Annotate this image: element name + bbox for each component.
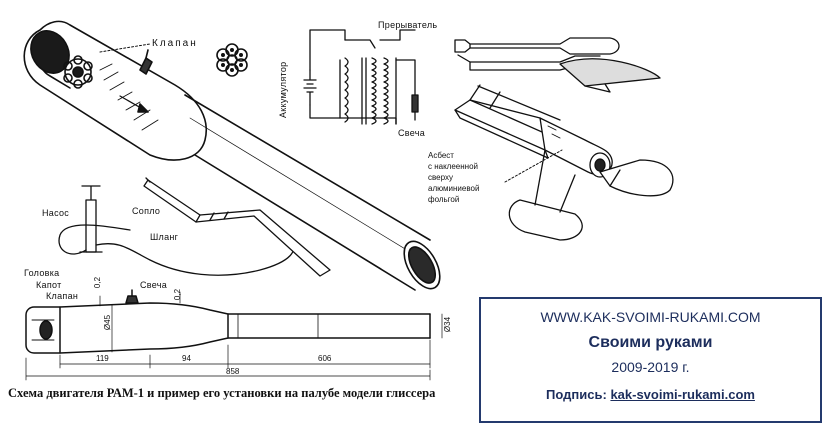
credit-title: Своими руками [588, 334, 713, 351]
asbestos-line: с наклеенной [428, 162, 478, 171]
asbestos-line: фольгой [428, 195, 460, 204]
dimension-gap-1: 0,2 [93, 276, 103, 289]
engine-side-drawing [25, 289, 443, 381]
valve2-label: Клапан [46, 291, 79, 301]
dimension-len-total: 858 [226, 367, 240, 376]
valve-label: Клапан [152, 38, 198, 49]
asbestos-line: алюминиевой [428, 184, 480, 193]
hood-label: Капот [36, 280, 62, 290]
dimension-gap-2: 0,2 [173, 288, 183, 301]
dimension-len-mid: 94 [182, 354, 191, 363]
dimension-len-tail: 606 [318, 354, 332, 363]
credit-sign-label: Подпись: [546, 387, 607, 402]
credit-url[interactable]: WWW.KAK-SVOIMI-RUKAMI.COM [540, 309, 761, 325]
pump-label: Насос [42, 208, 70, 218]
credit-years: 2009-2019 г. [611, 359, 690, 375]
nozzle-label: Сопло [132, 206, 161, 216]
plug-label: Свеча [398, 128, 426, 138]
engine-cutaway [23, 20, 441, 291]
boat-3d-view [454, 84, 674, 241]
ignition-circuit [303, 29, 419, 125]
plug2-label: Свеча [140, 280, 168, 290]
asbestos-line: Асбест [428, 151, 454, 160]
dimension-dia-head: Ø45 [103, 314, 113, 331]
diagram-caption: Схема двигателя РАМ-1 и пример его устан… [8, 386, 436, 400]
credit-sign-link[interactable]: kak-svoimi-rukami.com [610, 387, 755, 402]
asbestos-note: Асбест с наклеенной сверху алюминиевой ф… [428, 150, 479, 205]
valve-petal-detail [216, 43, 248, 77]
pump-assembly [58, 177, 331, 277]
asbestos-line: сверху [428, 173, 453, 182]
credit-box: WWW.KAK-SVOIMI-RUKAMI.COM Своими руками … [479, 297, 822, 423]
boat-top-view [454, 37, 661, 93]
hose-label: Шланг [150, 232, 179, 242]
breaker-label: Прерыватель [378, 20, 438, 30]
dimension-dia-tail: Ø34 [443, 316, 453, 333]
battery-label: Аккумулятор [278, 61, 288, 118]
dimension-len-head: 119 [96, 354, 109, 363]
head-label: Головка [24, 268, 60, 278]
credit-signature: Подпись: kak-svoimi-rukami.com [481, 387, 820, 402]
